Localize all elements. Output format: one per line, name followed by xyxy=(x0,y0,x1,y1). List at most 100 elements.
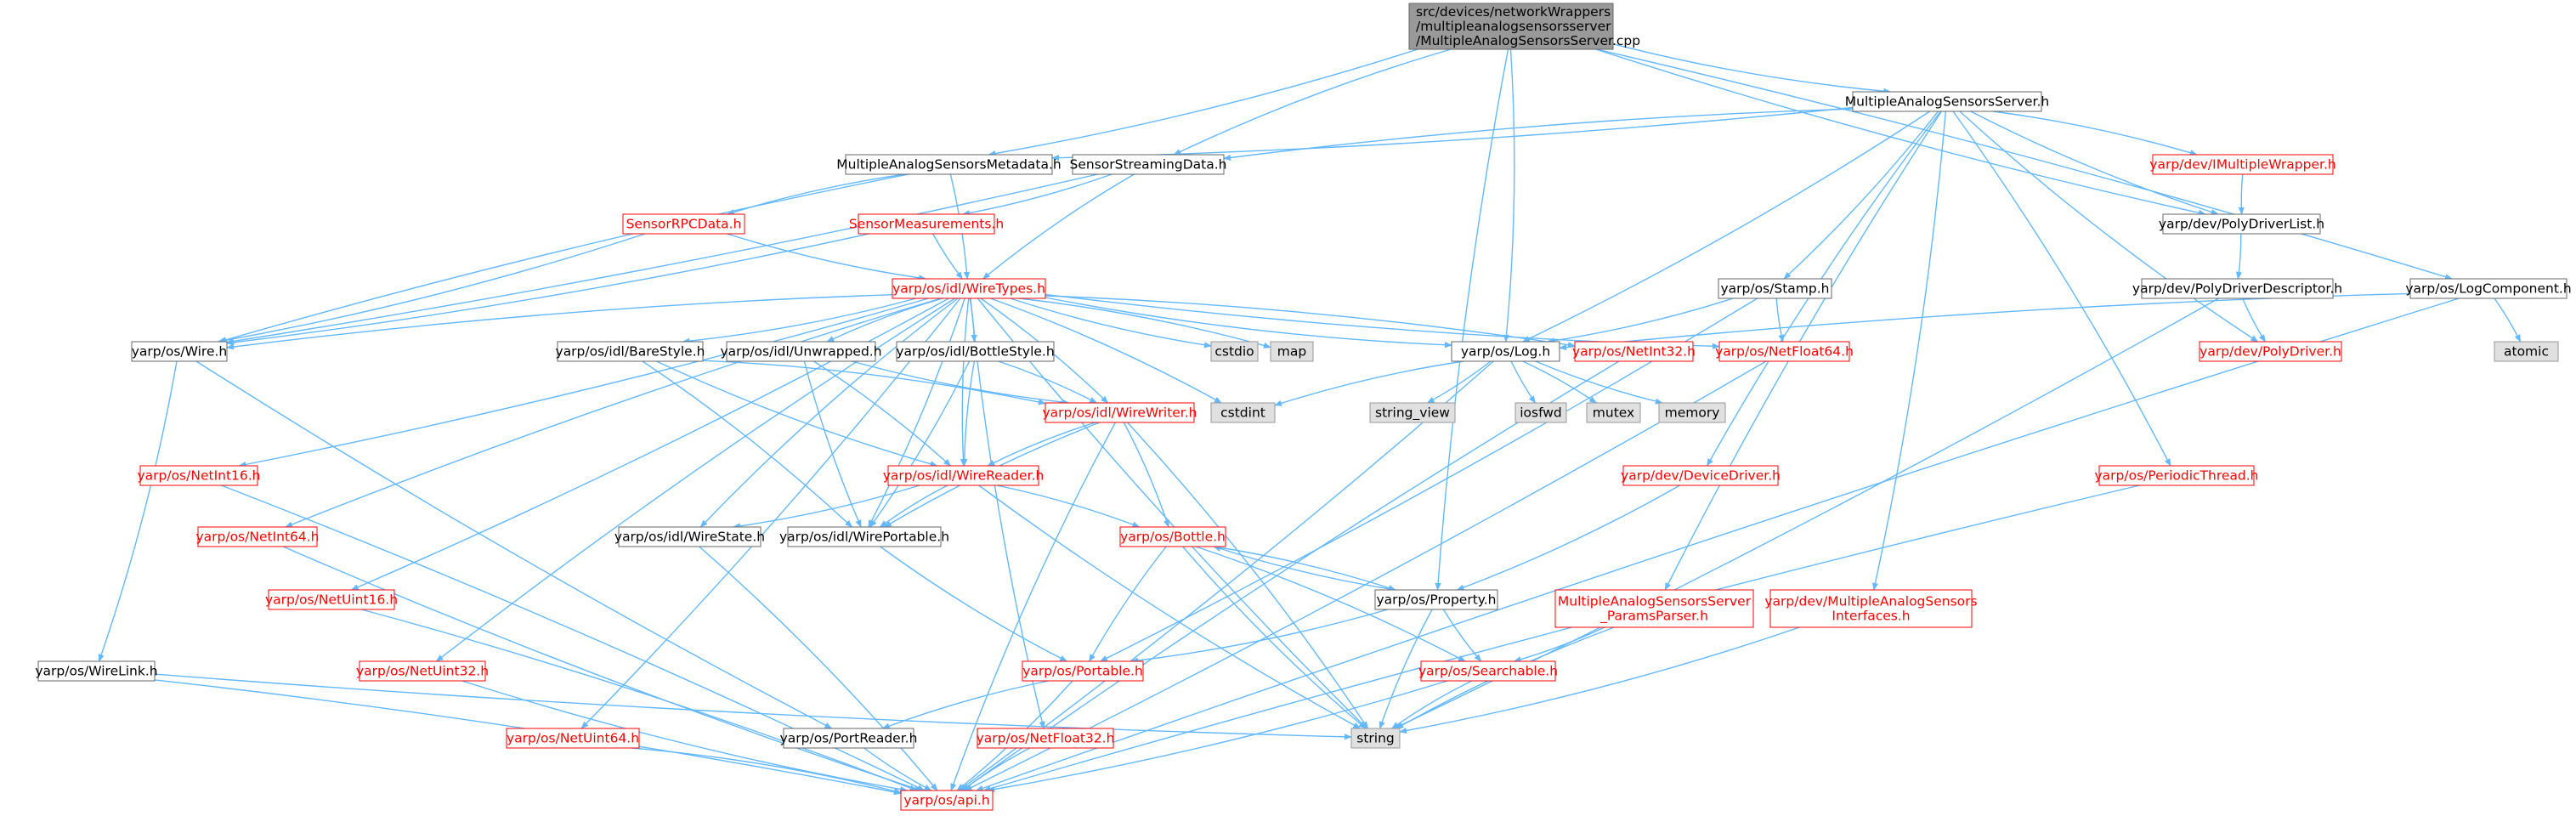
node-polydriver[interactable]: yarp/dev/PolyDriver.h xyxy=(2199,341,2342,362)
node-root[interactable]: src/devices/networkWrappers/multipleanal… xyxy=(1408,3,1640,50)
node-logcomp-label: yarp/os/LogComponent.h xyxy=(2405,281,2571,297)
node-root-label: /MultipleAnalogSensorsServer.cpp xyxy=(1416,33,1640,48)
node-mutex[interactable]: mutex xyxy=(1586,402,1641,423)
node-api[interactable]: yarp/os/api.h xyxy=(900,790,994,811)
node-paramsparser[interactable]: MultipleAnalogSensorsServer_ParamsParser… xyxy=(1554,589,1754,628)
node-masmeta[interactable]: MultipleAnalogSensorsMetadata.h xyxy=(836,154,1062,175)
node-portreader[interactable]: yarp/os/PortReader.h xyxy=(780,728,918,749)
node-paramsparser-box xyxy=(1554,589,1754,628)
node-ssd[interactable]: SensorStreamingData.h xyxy=(1070,154,1227,175)
node-searchable[interactable]: yarp/os/Searchable.h xyxy=(1418,660,1558,682)
node-wirereader[interactable]: yarp/os/idl/WireReader.h xyxy=(883,465,1045,486)
edge-bottlestyle-to-wirereader xyxy=(961,360,976,467)
node-stamp[interactable]: yarp/os/Stamp.h xyxy=(1718,278,1832,299)
node-netint32[interactable]: yarp/os/NetInt32.h xyxy=(1572,341,1696,362)
node-netfloat32[interactable]: yarp/os/NetFloat32.h xyxy=(977,728,1115,749)
node-wiretypes[interactable]: yarp/os/idl/WireTypes.h xyxy=(892,278,1046,299)
edge-pdd-to-polydriver xyxy=(2241,298,2266,343)
edge-wirewriter-to-wirereader xyxy=(987,422,1096,467)
node-netint32-box xyxy=(1574,341,1694,362)
node-netuint16[interactable]: yarp/os/NetUint16.h xyxy=(265,589,398,610)
node-barestyle[interactable]: yarp/os/idl/BareStyle.h xyxy=(556,341,705,362)
node-devdriver[interactable]: yarp/dev/DeviceDriver.h xyxy=(1621,465,1781,486)
node-netuint64-box xyxy=(506,728,640,749)
node-paramsparser-label: MultipleAnalogSensorsServer xyxy=(1558,594,1752,609)
node-log[interactable]: yarp/os/Log.h xyxy=(1451,341,1560,362)
node-bottlestyle[interactable]: yarp/os/idl/BottleStyle.h xyxy=(896,341,1055,362)
node-imw-label: yarp/dev/IMultipleWrapper.h xyxy=(2149,157,2335,173)
node-iosfwd[interactable]: iosfwd xyxy=(1514,402,1567,423)
node-masinterfaces[interactable]: yarp/dev/MultipleAnalogSensorsInterfaces… xyxy=(1764,589,1978,628)
node-bottle-box xyxy=(1119,526,1226,547)
edge-logcomp-to-atomic xyxy=(2494,298,2522,343)
node-logcomp[interactable]: yarp/os/LogComponent.h xyxy=(2405,278,2572,299)
node-stamp-label: yarp/os/Stamp.h xyxy=(1721,281,1830,297)
node-netfloat64[interactable]: yarp/os/NetFloat64.h xyxy=(1715,341,1854,362)
edge-bottle-to-searchable xyxy=(1195,546,1466,662)
node-rpc[interactable]: SensorRPCData.h xyxy=(622,213,745,235)
edge-wirewriter-to-bottle xyxy=(1123,422,1169,528)
edge-wiretypes-to-netint32 xyxy=(1045,295,1576,348)
node-wireportable[interactable]: yarp/os/idl/WirePortable.h xyxy=(779,526,949,547)
node-netuint32-box xyxy=(359,660,486,682)
node-pdl[interactable]: yarp/dev/PolyDriverList.h xyxy=(2159,213,2324,235)
node-pdd[interactable]: yarp/dev/PolyDriverDescriptor.h xyxy=(2132,278,2342,299)
edge-barestyle-to-wireportable xyxy=(642,360,853,528)
edge-paramsparser-to-searchable xyxy=(1513,626,1605,663)
node-netuint64[interactable]: yarp/os/NetUint64.h xyxy=(506,728,640,749)
node-netint64-label: yarp/os/NetInt64.h xyxy=(195,530,319,545)
edge-rpc-to-wire xyxy=(217,233,646,344)
edge-netint64-to-api xyxy=(282,546,922,791)
node-portable[interactable]: yarp/os/Portable.h xyxy=(1022,660,1144,682)
node-root-label: /multipleanalogsensorsserver xyxy=(1416,19,1611,34)
node-netfloat64-label: yarp/os/NetFloat64.h xyxy=(1715,344,1854,360)
node-masserver[interactable]: MultipleAnalogSensorsServer.h xyxy=(1845,91,2050,112)
node-netint16[interactable]: yarp/os/NetInt16.h xyxy=(137,465,261,486)
edge-barestyle-to-wirereader xyxy=(656,360,938,468)
node-cstdint-box xyxy=(1210,402,1276,423)
node-string_view[interactable]: string_view xyxy=(1369,402,1456,423)
edges-layer xyxy=(98,43,2522,796)
node-cstdint[interactable]: cstdint xyxy=(1210,402,1276,423)
node-wirereader-label: yarp/os/idl/WireReader.h xyxy=(883,468,1045,484)
node-memory[interactable]: memory xyxy=(1658,402,1726,423)
node-unwrapped-box xyxy=(726,341,876,362)
edge-stamp-to-log xyxy=(1546,298,1734,344)
node-map[interactable]: map xyxy=(1270,341,1314,362)
node-wirelink-label: yarp/os/WireLink.h xyxy=(35,664,157,679)
node-masmeta-label: MultipleAnalogSensorsMetadata.h xyxy=(836,157,1061,173)
node-string[interactable]: string xyxy=(1350,728,1401,749)
node-meas[interactable]: SensorMeasurements.h xyxy=(849,213,1004,235)
edge-masserver-to-stamp xyxy=(1783,110,1939,280)
node-wire[interactable]: yarp/os/Wire.h xyxy=(131,341,228,362)
node-meas-box xyxy=(858,213,995,235)
edge-wirereader-to-wirestate xyxy=(733,484,920,530)
node-wirelink[interactable]: yarp/os/WireLink.h xyxy=(35,660,158,682)
edge-ssd-to-wire xyxy=(226,173,1098,344)
edge-periodic-to-api xyxy=(982,484,2140,792)
node-wirestate[interactable]: yarp/os/idl/WireState.h xyxy=(614,526,765,547)
node-netint64[interactable]: yarp/os/NetInt64.h xyxy=(195,526,320,547)
node-bottle[interactable]: yarp/os/Bottle.h xyxy=(1119,526,1226,547)
node-portable-label: yarp/os/Portable.h xyxy=(1022,664,1143,679)
node-atomic[interactable]: atomic xyxy=(2494,341,2559,362)
node-netuint32[interactable]: yarp/os/NetUint32.h xyxy=(356,660,489,682)
node-unwrapped[interactable]: yarp/os/idl/Unwrapped.h xyxy=(720,341,882,362)
node-rpc-box xyxy=(622,213,745,235)
node-netint16-label: yarp/os/NetInt16.h xyxy=(137,468,260,484)
node-wirewriter-label: yarp/os/idl/WireWriter.h xyxy=(1042,405,1197,421)
node-string_view-label: string_view xyxy=(1375,405,1450,422)
node-root-label: src/devices/networkWrappers xyxy=(1416,4,1611,20)
node-cstdio[interactable]: cstdio xyxy=(1210,341,1259,362)
node-periodic[interactable]: yarp/os/PeriodicThread.h xyxy=(2095,465,2259,486)
node-masinterfaces-label: yarp/dev/MultipleAnalogSensors xyxy=(1764,594,1977,609)
node-imw[interactable]: yarp/dev/IMultipleWrapper.h xyxy=(2149,154,2336,175)
edge-root-to-log xyxy=(1503,48,1515,343)
edge-netint32-to-api xyxy=(960,360,1620,791)
edge-wiretypes-to-wirereader xyxy=(960,298,970,467)
node-property-label: yarp/os/Property.h xyxy=(1376,592,1496,608)
edge-log-to-memory xyxy=(1535,360,1663,405)
edge-masserver-to-log xyxy=(1521,110,1931,343)
node-wirewriter[interactable]: yarp/os/idl/WireWriter.h xyxy=(1042,402,1197,423)
node-property[interactable]: yarp/os/Property.h xyxy=(1374,589,1498,610)
